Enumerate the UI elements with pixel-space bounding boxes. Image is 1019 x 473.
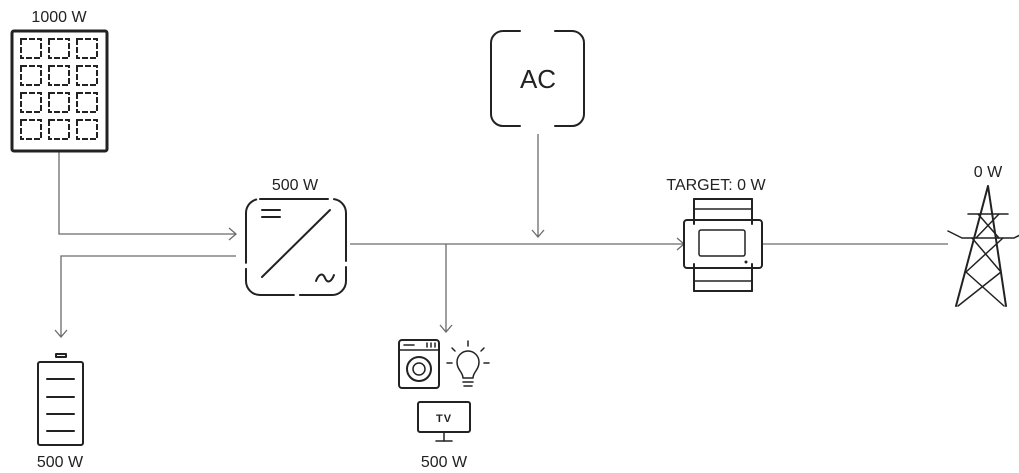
meter-target-label: TARGET: 0 W xyxy=(666,177,766,194)
tv-label: TV xyxy=(436,413,452,425)
consumers-power-label: 500 W xyxy=(421,454,468,471)
solar-power-label: 1000 W xyxy=(31,9,87,26)
tv-icon: TV xyxy=(417,401,471,442)
bus-to-consumers-line xyxy=(439,244,453,333)
flow-lines xyxy=(54,134,948,338)
consumers-group: TV xyxy=(398,339,490,442)
inverter-icon xyxy=(245,198,347,296)
inverter-power-label: 500 W xyxy=(272,177,319,194)
light-bulb-icon xyxy=(446,340,490,387)
solar-to-inverter-line xyxy=(58,152,237,241)
battery-power-label: 500 W xyxy=(37,454,84,471)
ac-source-label: AC xyxy=(520,64,556,94)
washing-machine-icon xyxy=(398,339,440,389)
ac-to-bus-line xyxy=(531,134,545,238)
ac-source-box: AC xyxy=(490,30,585,127)
solar-panel-icon xyxy=(10,29,109,153)
grid-power-label: 0 W xyxy=(974,164,1003,181)
inverter-to-battery-line xyxy=(54,255,236,338)
power-pylon-icon xyxy=(947,185,1019,307)
energy-meter-icon xyxy=(683,198,763,292)
battery-icon xyxy=(37,353,84,446)
inverter-to-meter-line xyxy=(350,237,685,251)
